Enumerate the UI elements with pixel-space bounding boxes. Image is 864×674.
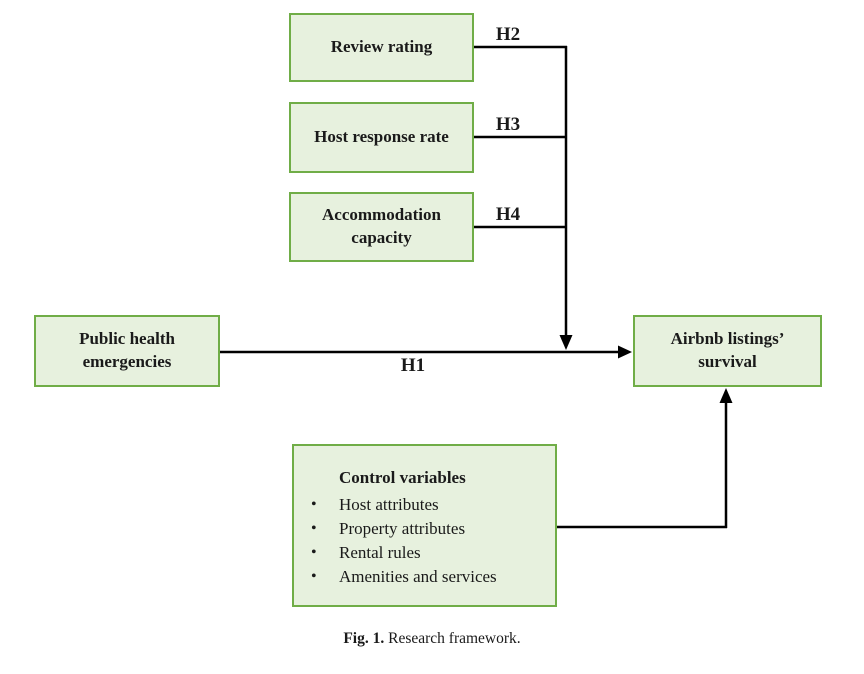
review-rating-label: Review rating	[330, 37, 433, 57]
control-variables-title: Control variables	[339, 468, 466, 487]
review-rating-box: Review rating	[289, 13, 474, 82]
figure-caption-label: Fig. 1.	[343, 630, 385, 647]
public-health-emergencies-label: Public health emergencies	[79, 329, 175, 371]
bullet-icon: •	[311, 495, 317, 513]
control-item-label: Property attributes	[339, 518, 466, 538]
bullet-icon: •	[311, 519, 317, 537]
figure-caption-text: Research framework.	[388, 630, 521, 647]
airbnb-listings-survival-label: Airbnb listings’ survival	[670, 329, 785, 371]
control-item-label: Host attributes	[339, 494, 439, 514]
public-health-emergencies-box: Public health emergencies	[34, 315, 220, 387]
control-item-label: Rental rules	[339, 542, 421, 562]
bullet-icon: •	[311, 543, 317, 561]
bullet-icon: •	[311, 567, 317, 585]
hypothesis-h2-label: H2	[495, 24, 521, 45]
up-arrowhead	[719, 388, 733, 403]
airbnb-listings-survival-box: Airbnb listings’ survival	[633, 315, 822, 387]
accommodation-capacity-box: Accommodation capacity	[289, 192, 474, 262]
list-item: • Host attributes	[294, 493, 545, 517]
hypothesis-h4-label: H4	[495, 204, 521, 225]
hypothesis-h3-label: H3	[495, 114, 521, 135]
right-arrowhead	[618, 345, 632, 359]
hypothesis-h1-label: H1	[400, 355, 426, 376]
host-response-rate-box: Host response rate	[289, 102, 474, 173]
figure-caption: Fig. 1. Research framework.	[0, 630, 864, 648]
host-response-rate-label: Host response rate	[314, 127, 449, 147]
down-arrowhead	[559, 335, 573, 350]
control-variables-box: Control variables • Host attributes • Pr…	[292, 444, 557, 607]
control-variables-list: • Host attributes • Property attributes …	[294, 493, 545, 589]
list-item: • Rental rules	[294, 541, 545, 565]
accommodation-capacity-label: Accommodation capacity	[322, 205, 441, 247]
control-item-label: Amenities and services	[339, 566, 497, 586]
list-item: • Amenities and services	[294, 565, 545, 589]
list-item: • Property attributes	[294, 517, 545, 541]
